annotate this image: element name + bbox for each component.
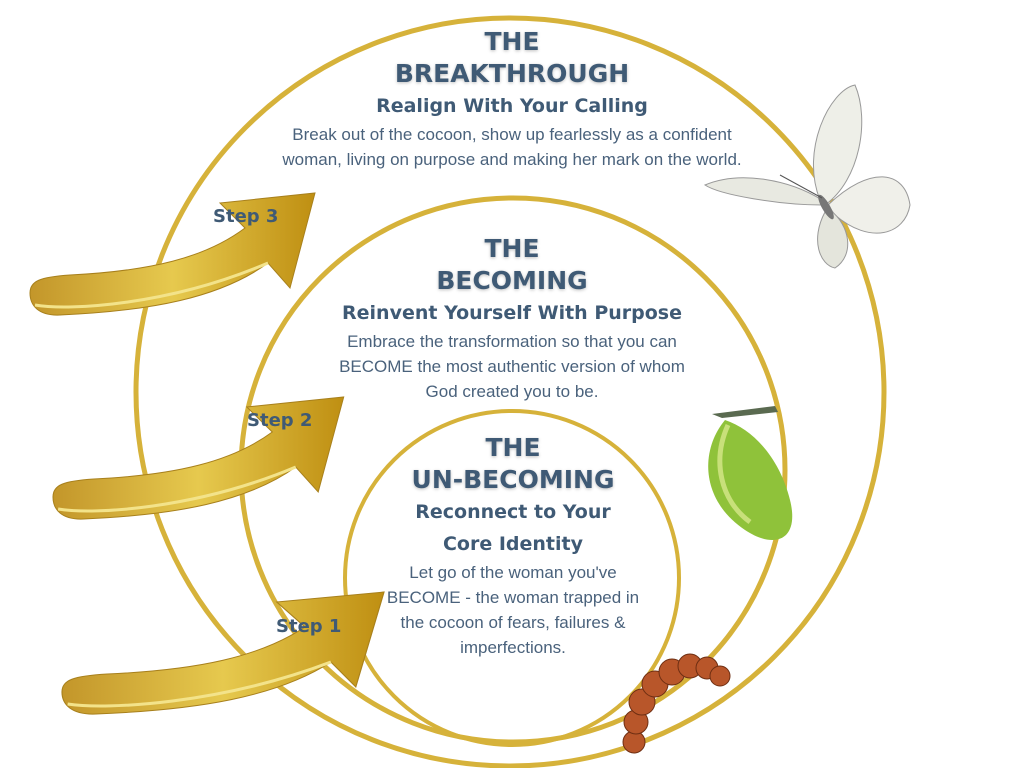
step-3-label: Step 3 (213, 206, 279, 227)
stage-title: THE (484, 27, 540, 56)
stage-description: Embrace the transformation so that you c… (339, 332, 685, 401)
inner-circle (343, 409, 681, 747)
stage-becoming: THE BECOMING Reinvent Yourself With Purp… (316, 233, 708, 404)
stage-title: THE (485, 433, 541, 462)
stage-title: BREAKTHROUGH (394, 59, 630, 88)
outer-circle (133, 15, 887, 768)
butterfly-illustration (703, 84, 911, 269)
stage-subtitle: Reconnect to Your Core Identity (415, 501, 611, 555)
stage-subtitle: Reinvent Yourself With Purpose (342, 302, 682, 324)
stage-subtitle: Realign With Your Calling (376, 95, 648, 117)
chrysalis-illustration (708, 406, 793, 540)
stage-description: Let go of the woman you've BECOME - the … (386, 563, 640, 657)
caterpillar-illustration (622, 653, 731, 754)
stage-description: Break out of the cocoon, show up fearles… (282, 125, 742, 169)
stage-unbecoming: THE UN-BECOMING Reconnect to Your Core I… (377, 432, 649, 660)
step-1-arrow (60, 590, 386, 716)
step-2-label: Step 2 (247, 410, 313, 431)
stage-title: THE (484, 234, 540, 263)
stage-breakthrough: THE BREAKTHROUGH Realign With Your Calli… (270, 26, 754, 172)
step-1-label: Step 1 (276, 616, 342, 637)
stage-title: BECOMING (436, 266, 588, 295)
stage-title: UN-BECOMING (411, 465, 615, 494)
